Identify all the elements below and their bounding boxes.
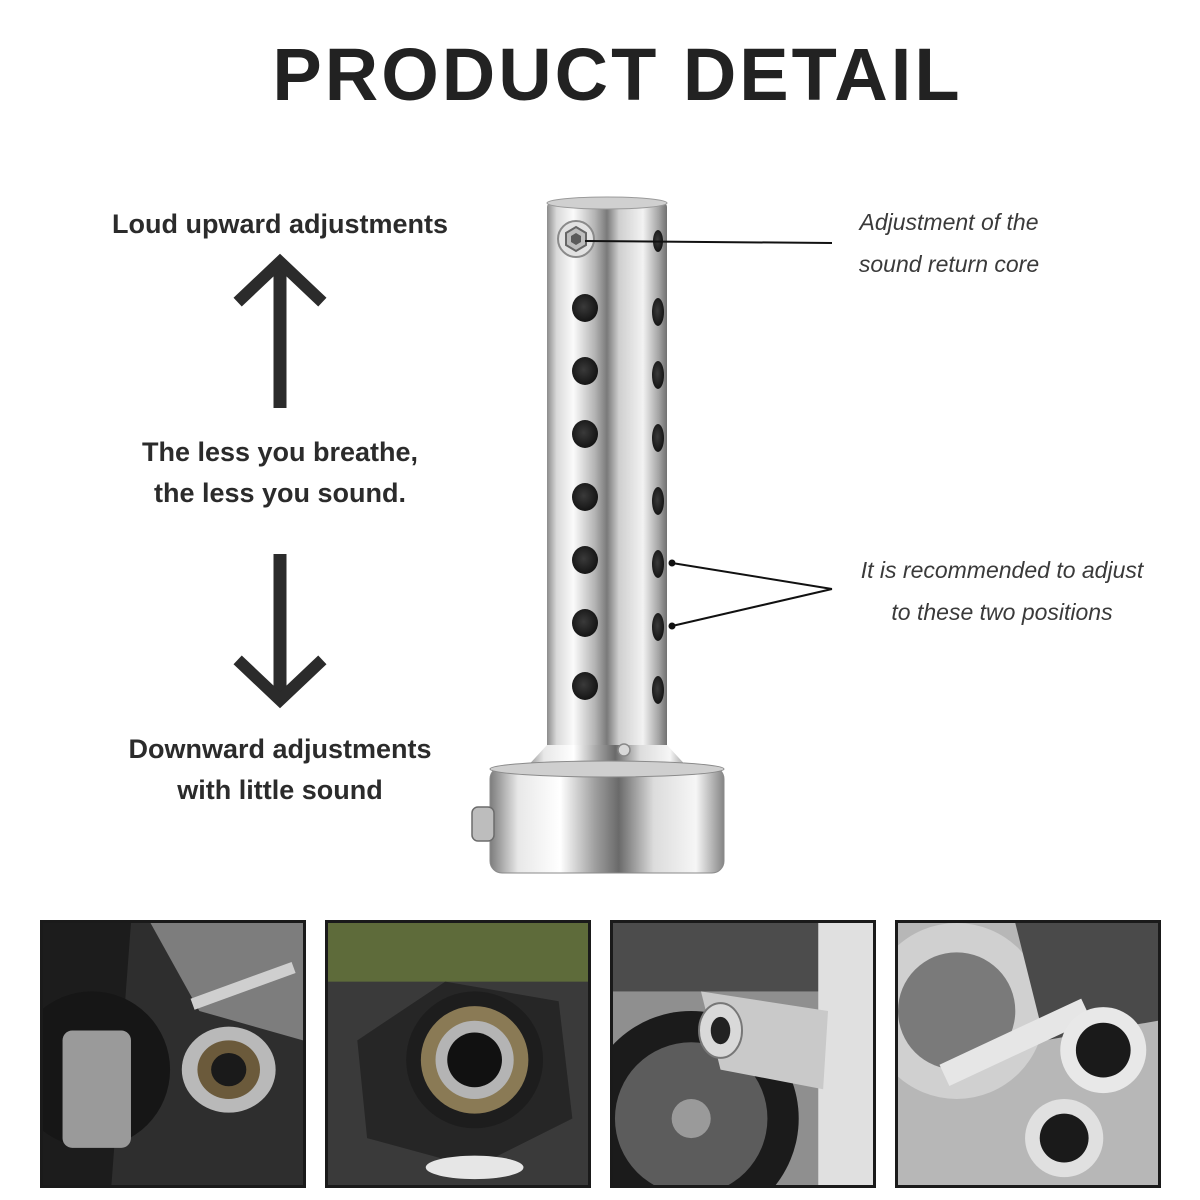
callout-lines bbox=[584, 240, 833, 630]
breathe-line-2: the less you sound. bbox=[153, 478, 407, 508]
page-title: PRODUCT DETAIL bbox=[272, 33, 963, 116]
muffler-tube bbox=[546, 196, 668, 778]
installation-photo-3 bbox=[610, 920, 876, 1188]
installation-photo-2 bbox=[325, 920, 591, 1188]
core-callout-line-1: Adjustment of the bbox=[859, 209, 1039, 235]
installation-photo-row bbox=[40, 920, 1161, 1188]
loud-adjustment-label: Loud upward adjustments bbox=[111, 209, 448, 239]
installation-photo-1 bbox=[40, 920, 306, 1188]
installation-photo-4 bbox=[895, 920, 1161, 1188]
downward-adjustment-label: Downward adjustments with little sound bbox=[80, 729, 480, 811]
muffler-holes bbox=[572, 230, 664, 704]
sound-core-callout: Adjustment of the sound return core bbox=[830, 201, 1068, 285]
arrow-up-icon bbox=[233, 253, 327, 408]
breathe-line-1: The less you breathe, bbox=[141, 437, 419, 467]
positions-callout-line-2: to these two positions bbox=[891, 599, 1113, 625]
muffler-flange bbox=[471, 743, 725, 874]
arrow-down-icon bbox=[233, 554, 327, 709]
positions-callout: It is recommended to adjust to these two… bbox=[842, 549, 1162, 633]
breathe-sound-label: The less you breathe, the less you sound… bbox=[88, 432, 472, 514]
muffler-db-killer-image bbox=[471, 196, 833, 874]
downward-line-1: Downward adjustments bbox=[128, 734, 432, 764]
positions-callout-line-1: It is recommended to adjust bbox=[860, 557, 1144, 583]
downward-line-2: with little sound bbox=[177, 775, 383, 805]
core-callout-line-2: sound return core bbox=[858, 251, 1040, 277]
adjustment-bolt-icon bbox=[557, 220, 595, 258]
